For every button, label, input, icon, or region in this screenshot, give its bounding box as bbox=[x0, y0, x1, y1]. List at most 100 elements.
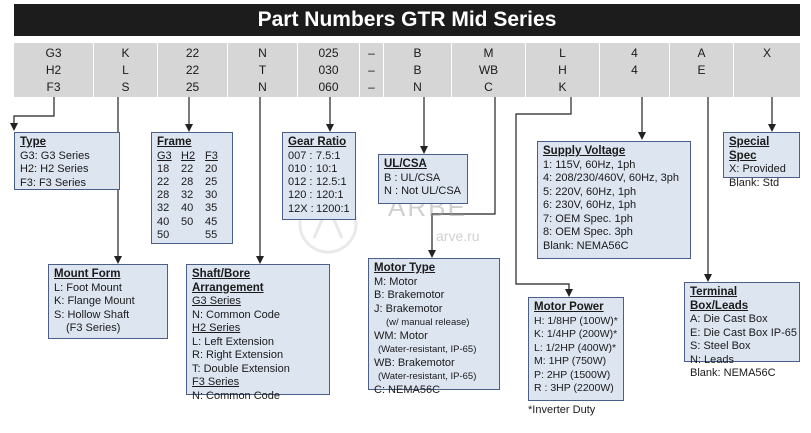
type-line: F3: F3 Series bbox=[20, 176, 87, 189]
supply-line: 7: OEM Spec. 1ph bbox=[543, 212, 633, 225]
motor-power-box: Motor Power H: 1/8HP (100W)* K: 1/4HP (2… bbox=[528, 297, 624, 401]
gear-ratio: 1200:1 bbox=[316, 202, 350, 215]
frame-cell: 28 bbox=[181, 175, 194, 188]
supply-line: 1: 115V, 60Hz, 1ph bbox=[543, 158, 636, 171]
code-cell: G3 bbox=[45, 46, 62, 60]
connector-motor-type bbox=[431, 97, 496, 252]
ul-csa-box: UL/CSA B : UL/CSA N : Not UL/CSA bbox=[378, 154, 468, 204]
connector-motor-power bbox=[515, 97, 572, 290]
frame-cell: 32 bbox=[181, 189, 194, 202]
supply-line: 5: 220V, 60Hz, 1ph bbox=[543, 185, 637, 198]
terminal-box-leads-box: Terminal Box/Leads A: Die Cast Box E: Di… bbox=[684, 282, 800, 379]
shaft-line: T: Double Extension bbox=[192, 362, 290, 375]
gear-row: 007 :7.5:1 bbox=[288, 150, 350, 163]
gear-ratio: 12.5:1 bbox=[316, 176, 347, 189]
gear-ratio: 7.5:1 bbox=[316, 149, 341, 162]
gear-code: 120 : bbox=[288, 189, 313, 202]
gear-ratio-title: Gear Ratio bbox=[288, 136, 347, 148]
shaft-series-f3: F3 Series bbox=[192, 376, 240, 388]
motor-power-line: L: 1/2HP (400W)* bbox=[534, 341, 617, 354]
frame-cell: 32 bbox=[157, 202, 170, 215]
motor-type-line: C: NEMA56C bbox=[374, 383, 441, 396]
code-cell: N bbox=[413, 80, 422, 94]
code-column: X bbox=[734, 43, 800, 97]
frame-box: Frame G3 H2 F3 18 22 20 22 28 25 28 32 3… bbox=[151, 132, 233, 244]
code-cell: E bbox=[697, 63, 706, 77]
code-cell: 22 bbox=[185, 46, 200, 60]
connector-type bbox=[13, 97, 55, 126]
ul-line: N : Not UL/CSA bbox=[384, 185, 462, 197]
motor-type-title: Motor Type bbox=[374, 262, 436, 274]
motor-type-line: (w/ manual release) bbox=[386, 317, 470, 328]
supply-line: 4: 208/230/460V, 60Hz, 3ph bbox=[543, 172, 679, 184]
frame-cell: 20 bbox=[205, 162, 218, 175]
code-cell: B bbox=[413, 46, 422, 60]
motor-power-title: Motor Power bbox=[534, 301, 604, 313]
frame-grid: G3 H2 F3 18 22 20 22 28 25 28 32 30 32 4… bbox=[157, 150, 227, 242]
gear-ratio: 10:1 bbox=[316, 162, 338, 175]
mount-line: S: Hollow Shaft bbox=[54, 308, 130, 321]
code-cell: WB bbox=[478, 63, 499, 77]
watermark-subtext: arve.ru bbox=[436, 228, 480, 244]
code-cell: 030 bbox=[318, 63, 339, 77]
frame-cell: 40 bbox=[157, 215, 170, 228]
terminal-box-title: Terminal Box/Leads bbox=[690, 286, 749, 312]
code-cell: X bbox=[762, 46, 771, 60]
mount-line: (F3 Series) bbox=[66, 322, 121, 334]
mount-line: K: Flange Mount bbox=[54, 295, 135, 307]
code-cell: F3 bbox=[46, 80, 61, 94]
mount-form-title: Mount Form bbox=[54, 268, 121, 280]
motor-type-line: J: Brakemotor bbox=[374, 302, 443, 315]
ul-csa-title: UL/CSA bbox=[384, 158, 427, 170]
motor-type-box: Motor Type M: Motor B: Brakemotor J: Bra… bbox=[368, 258, 500, 396]
motor-power-line: M: 1HP (750W) bbox=[534, 355, 607, 367]
code-cell: K bbox=[558, 80, 567, 94]
code-cell: L bbox=[559, 46, 566, 60]
motor-type-line: WM: Motor bbox=[374, 329, 428, 342]
frame-cell: 35 bbox=[205, 202, 218, 215]
shaft-bore-box: Shaft/Bore Arrangement G3 Series N: Comm… bbox=[186, 264, 330, 402]
code-cell: 25 bbox=[185, 80, 200, 94]
gear-ratio: 120:1 bbox=[316, 189, 344, 202]
special-spec-box: Special Spec X: Provided Blank: Std bbox=[723, 132, 800, 189]
frame-box-title: Frame bbox=[157, 136, 192, 148]
special-spec-title: Special Spec bbox=[729, 136, 770, 162]
code-cell: T bbox=[258, 63, 267, 77]
terminal-line: A: Die Cast Box bbox=[690, 313, 768, 325]
code-cell: – bbox=[368, 63, 375, 77]
gear-row: 010 :10:1 bbox=[288, 163, 350, 176]
code-cell: 4 bbox=[631, 63, 638, 77]
frame-cell: 40 bbox=[181, 202, 194, 215]
inverter-duty-footnote: *Inverter Duty bbox=[528, 404, 596, 416]
gear-code: 012 : bbox=[288, 176, 313, 189]
gear-code: 12X : bbox=[288, 202, 314, 215]
motor-type-line: (Water-resistant, IP-65) bbox=[378, 371, 477, 382]
motor-type-line: M: Motor bbox=[374, 275, 418, 288]
motor-type-line: B: Brakemotor bbox=[374, 289, 445, 301]
code-cell: – bbox=[368, 46, 375, 60]
type-box-title: Type bbox=[20, 136, 46, 148]
diagram-title: Part Numbers GTR Mid Series bbox=[14, 4, 800, 36]
supply-line: Blank: NEMA56C bbox=[543, 239, 629, 252]
mount-form-box: Mount Form L: Foot Mount K: Flange Mount… bbox=[48, 264, 168, 339]
frame-cell: 50 bbox=[181, 215, 194, 228]
gear-code: 007 : bbox=[288, 149, 313, 162]
terminal-line: N: Leads bbox=[690, 353, 735, 366]
shaft-bore-title: Shaft/Bore Arrangement bbox=[192, 268, 264, 294]
special-line: Blank: Std bbox=[729, 176, 780, 189]
code-cell: 4 bbox=[631, 46, 638, 60]
type-box: Type G3: G3 Series H2: H2 Series F3: F3 … bbox=[14, 132, 120, 190]
code-cell: 22 bbox=[185, 63, 200, 77]
motor-power-line: R : 3HP (2200W) bbox=[534, 382, 614, 394]
frame-cell: 28 bbox=[157, 189, 170, 202]
type-line: H2: H2 Series bbox=[20, 163, 89, 175]
supply-line: 6: 230V, 60Hz, 1ph bbox=[543, 199, 637, 211]
